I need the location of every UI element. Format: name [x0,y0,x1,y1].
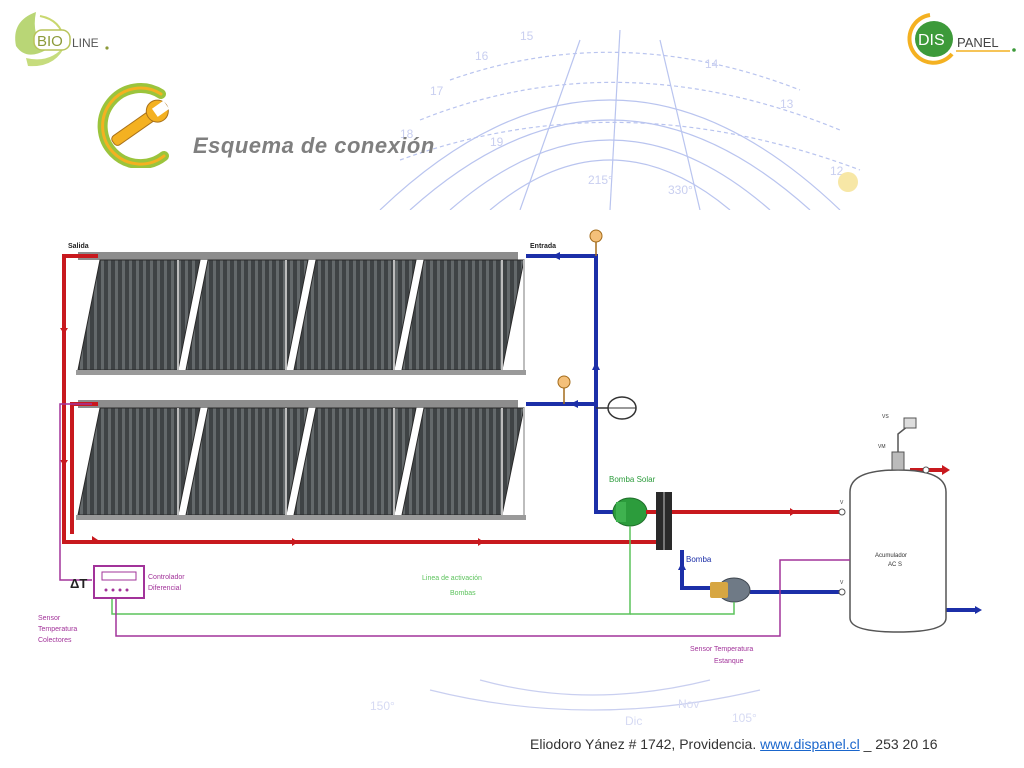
bg-number: 18 [400,127,414,141]
solar-pump-icon [612,497,648,527]
footer-phone: _ 253 20 16 [859,736,938,752]
collector-sensor-label-1: Sensor [38,615,61,622]
air-purge-valve-icon [589,229,603,256]
heat-exchanger-icon [656,492,672,550]
signal-lines [111,526,735,615]
tank-label-2: AC S [888,562,902,568]
differential-controller [93,565,145,599]
bg-number: Dic [625,714,642,728]
cold-flow-arrows [552,252,982,614]
controller-label-1: Controlador [148,574,185,581]
bg-number: 105° [732,711,757,725]
tank-valve-assembly-icon: VS VM [878,414,930,474]
sun-path-background: 15 14 16 13 17 18 19 12 215° 330° [379,29,861,210]
bg-number: 14 [705,57,719,71]
solar-collector [77,259,201,371]
collector-sensor-label-2: Temperatura [38,626,77,633]
solar-collector [293,407,417,516]
bg-number: 215° [588,173,613,187]
bg-number: 330° [668,183,693,197]
logo-right-text-1: DIS [918,32,945,49]
connection-diagram: Bomba Solar Bomba Acumulador AC S VS VM … [38,229,982,665]
bg-number: 150° [370,699,395,713]
footer-address: Eliodoro Yánez # 1742, Providencia. [530,736,761,752]
svg-text:V: V [840,500,844,506]
inlet-label: Entrada [530,243,556,250]
sun-path-background-bottom: 150° 105° Dic Nov [370,679,761,728]
bg-number: Nov [678,697,699,711]
controller-label-2: Diferencial [148,585,182,592]
solar-collector [401,259,525,371]
tank-connection-valve-icon: V [838,580,846,596]
solar-collector [185,407,309,516]
bg-number: 12 [830,164,844,178]
page-title: Esquema de conexión [193,133,435,158]
solar-collector [77,407,201,516]
expansion-vessel-icon [596,396,637,420]
sun-icon [838,172,858,192]
dispanel-logo: DIS PANEL [907,13,1016,65]
bg-number: 19 [490,135,504,149]
wrench-icon [97,83,170,168]
outlet-label: Salida [68,243,89,250]
solar-pump-label: Bomba Solar [609,475,656,484]
svg-text:V: V [840,580,844,586]
delta-t-label: ΔT [70,576,87,591]
storage-tank: Acumulador AC S [849,469,947,633]
valve-label-vs: VS [882,414,889,420]
bg-number: 13 [780,97,794,111]
bg-number: 15 [520,29,534,43]
valve-label-vm: VM [878,444,886,450]
bg-number: 16 [475,49,489,63]
activation-line-label-2: Bombas [450,590,476,597]
logo-right-text-2: PANEL [957,35,999,50]
tank-connection-valve-icon: V [838,500,846,516]
tank-sensor-label-2: Estanque [714,658,744,665]
solar-collector [185,259,309,371]
solar-collector [401,407,525,516]
sensor-lines [59,403,850,637]
footer: Eliodoro Yánez # 1742, Providencia. www.… [530,736,938,752]
activation-line-label-1: Linea de activación [422,575,482,582]
air-purge-valve-icon [557,375,571,404]
logo-left-text-2: LINE [72,36,99,50]
website-link[interactable]: www.dispanel.cl [760,736,860,752]
collector-array-bottom [76,400,526,520]
circulation-pump-icon [710,577,751,603]
bg-number: 17 [430,84,444,98]
pump-label: Bomba [686,555,712,564]
solar-collector [293,259,417,371]
tank-sensor-label-1: Sensor Temperatura [690,646,753,653]
collector-sensor-label-3: Colectores [38,637,72,644]
logo-left-text-1: BIO [37,33,63,50]
hot-flow-arrows [60,328,950,546]
bioline-logo: BIO LINE [15,12,109,67]
tank-label-1: Acumulador [875,553,907,559]
collector-array-top [76,252,526,375]
